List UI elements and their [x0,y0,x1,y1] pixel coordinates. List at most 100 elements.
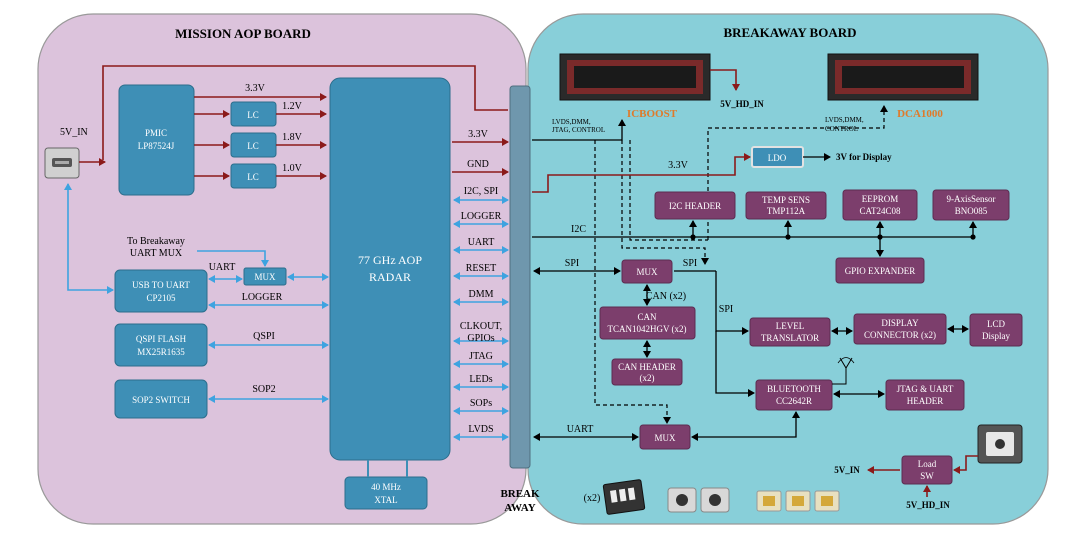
jtag-uart-label: HEADER [907,396,944,406]
breakaway-board-title: BREAKAWAY BOARD [723,25,856,40]
sig-gpios: GPIOs [467,333,494,344]
push-button-icon [667,487,697,513]
v5-hd-in-label-2: 5V_HD_IN [906,500,950,510]
lcd-label: LCD [987,319,1006,329]
usb-to-uart-part: CP2105 [146,293,176,303]
sop2-switch-block [114,379,208,419]
antenna-icon [832,357,855,385]
axis-sensor-block [932,189,1010,221]
v5-in-breakaway-label: 5V_IN [834,465,860,475]
i2c-bus-label: I2C [571,224,586,235]
temp-sensor-part: TMP112A [767,206,806,216]
dca1000-connector-icon [827,53,979,101]
can-label: CAN [637,312,657,322]
lvds-icboost-label: LVDS,DMM, [552,118,591,126]
xtal-block [344,476,428,510]
mission-board-title: MISSION AOP BOARD [175,26,311,41]
v12-label: 1.2V [282,101,303,112]
jtag-uart-header-block [885,379,965,411]
lc-label: LC [247,172,259,182]
led-icon [785,490,811,512]
led-icon [756,490,782,512]
axis-sensor-part: BNO085 [955,206,988,216]
spi-mux-block [621,259,673,284]
icboost-label: ICBOOST [627,108,678,120]
sig-clkout: CLKOUT, [460,321,502,332]
level-translator-label: TRANSLATOR [761,333,819,343]
display-connector-label: DISPLAY [881,318,919,328]
sig-gnd: GND [467,159,489,170]
load-switch-block [901,455,953,485]
sig-dmm: DMM [468,289,493,300]
icboost-connector-icon [559,53,711,101]
radar-label: RADAR [369,270,411,284]
i2c-header-label: I2C HEADER [669,201,721,211]
sig-reset: RESET [466,263,497,274]
load-switch-label: SW [920,471,934,481]
axis-sensor-label: 9-AxisSensor [947,194,996,204]
can-header-x2: (x2) [640,373,655,383]
xtal-label: XTAL [374,495,397,505]
level-translator-block [749,317,831,347]
uart-label-breakaway: UART [567,424,594,435]
breakaway-connector [509,85,531,469]
sig-sops: SOPs [470,398,492,409]
temp-sensor-label: TEMP SENS [762,195,810,205]
v5-hd-in-label: 5V_HD_IN [720,99,764,109]
xtal-label: 40 MHz [371,482,401,492]
temp-sensor-block [745,191,827,220]
lcd-label: Display [982,331,1010,341]
sig-i2c-spi: I2C, SPI [464,186,498,197]
pmic-block [118,84,195,196]
v18-label: 1.8V [282,132,303,143]
radar-block [329,77,451,461]
spi-label-3: SPI [719,304,733,315]
display-3v-label: 3V for Display [836,152,892,162]
spi-label: SPI [565,258,579,269]
lvds-icboost-label: JTAG, CONTROL [552,126,605,134]
lvds-dca-label: CONTROL [825,125,858,133]
qspi-flash-block [114,323,208,367]
eeprom-label: EEPROM [862,194,899,204]
display-connector-block [853,313,947,345]
sig-uart: UART [468,237,495,248]
can-header-block [611,358,683,386]
push-button-icon [700,487,730,513]
i2c-header-block [654,191,736,220]
sig-logger: LOGGER [461,211,502,222]
spi-mux-label: MUX [636,267,658,277]
sop2-label: SOP2 [252,384,275,395]
lcd-display-block [969,313,1023,347]
dip-switch-count: (x2) [584,493,601,504]
bluetooth-block [755,379,833,411]
load-switch-label: Load [918,459,937,469]
logger-label: LOGGER [242,292,283,303]
qspi-flash-label: QSPI FLASH [136,334,187,344]
jtag-uart-label: JTAG & UART [897,384,954,394]
v33-breakaway-label: 3.3V [668,160,689,171]
lc-label: LC [247,110,259,120]
usb-to-uart-label: USB TO UART [132,280,190,290]
qspi-flash-part: MX25R1635 [137,347,185,357]
eeprom-part: CAT24C08 [859,206,901,216]
bluetooth-part: CC2642R [776,396,812,406]
mission-mux-label: MUX [254,272,276,282]
dip-switch-icon [602,479,646,515]
sig-jtag: JTAG [469,351,493,362]
usb-to-uart-block [114,269,208,313]
lvds-dca-label: LVDS,DMM, [825,116,864,124]
gpio-expander-label: GPIO EXPANDER [845,266,915,276]
sop2-switch-label: SOP2 SWITCH [132,395,190,405]
pmic-part: LP87524J [138,141,175,151]
breakaway-label: AWAY [504,502,535,514]
to-breakaway-label: To Breakaway [127,236,185,247]
led-icon [814,490,840,512]
radar-label: 77 GHz AOP [358,253,422,267]
to-breakaway-label: UART MUX [130,248,183,259]
can-transceiver-block [599,306,696,340]
uart-mux-block [639,424,691,450]
ldo-label: LDO [768,153,787,163]
pmic-label: PMIC [145,128,167,138]
mission-mux-block [243,267,287,286]
